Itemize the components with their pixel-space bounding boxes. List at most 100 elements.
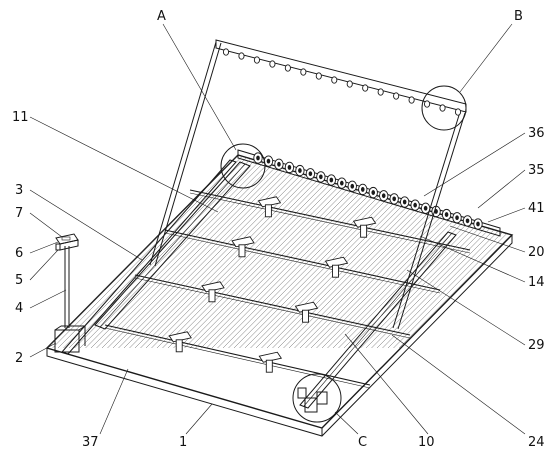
leader-A (162, 23, 237, 151)
roller-hub (298, 168, 302, 173)
hatch-line (393, 155, 512, 349)
raised-panel (149, 39, 467, 330)
hatch-line (47, 155, 184, 349)
slider-stem (208, 289, 216, 303)
panel-hole (238, 52, 245, 60)
label-41: 41 (528, 201, 545, 216)
cross-bar-edge (164, 232, 441, 294)
roller-hub (340, 180, 344, 186)
roller-hub (371, 190, 376, 195)
leader-24 (391, 334, 526, 435)
slider-block (168, 331, 192, 343)
panel-hole (454, 108, 462, 116)
roller-hub (319, 174, 323, 180)
cross-bar-edge (189, 192, 471, 254)
panel-hole (269, 60, 276, 68)
panel-hole (331, 76, 338, 84)
corner-block-2 (316, 391, 328, 405)
hatch-line (47, 155, 79, 349)
post-base-top-left (54, 325, 62, 331)
slider-stem (360, 224, 368, 238)
panel-hole (346, 80, 353, 88)
slider-block (294, 301, 319, 313)
hatch-line (338, 155, 512, 349)
roller-hub (277, 161, 281, 167)
slider-stem (302, 309, 309, 323)
panel-hole (408, 96, 415, 104)
hatch-line (140, 155, 332, 349)
leader-6 (29, 241, 59, 254)
roller-hub (381, 193, 386, 199)
hatch-line (47, 155, 74, 349)
hatch-line (47, 155, 162, 349)
hatch-line (283, 155, 475, 349)
slider-block (201, 281, 225, 293)
slider-stem (175, 339, 183, 353)
hatch-line (464, 155, 512, 349)
panel-hole (222, 48, 230, 56)
cross-bar (164, 229, 441, 291)
leader-B (459, 23, 513, 93)
left-rail-body (94, 161, 251, 330)
panel-hole (424, 100, 431, 108)
slider-block (231, 236, 255, 248)
panel-hole (253, 56, 260, 64)
label-2: 2 (15, 351, 23, 366)
panel-hole (393, 92, 400, 100)
hatch-line (343, 155, 512, 349)
label-B: B (514, 9, 523, 24)
base-plate-hatching (47, 155, 560, 349)
slider-stem (265, 359, 273, 373)
label-10: 10 (418, 435, 435, 450)
label-11: 11 (12, 110, 29, 125)
slider-stem (238, 244, 246, 258)
hatch-line (47, 155, 206, 349)
hatch-line (162, 155, 354, 349)
roller-hub (423, 205, 428, 211)
hatch-line (47, 155, 85, 349)
leader-1 (185, 403, 213, 435)
roller-hub (256, 155, 260, 161)
hatch-line (123, 155, 316, 349)
base-plate (45, 154, 560, 437)
cross-bar-edge (134, 277, 411, 339)
leader-3 (29, 189, 143, 261)
roller-hub (413, 202, 417, 208)
corner-block-1 (304, 397, 318, 413)
post-head-front (59, 239, 79, 251)
leader-2 (29, 342, 57, 358)
roller-hub (402, 199, 407, 205)
label-14: 14 (528, 275, 545, 290)
slider-stem (332, 264, 339, 278)
label-6: 6 (15, 246, 23, 261)
hatch-line (101, 155, 294, 349)
label-A: A (157, 9, 166, 24)
hatch-line (217, 155, 409, 349)
hatch-line (184, 155, 376, 349)
roller-hub (360, 187, 365, 192)
hatch-line (173, 155, 365, 349)
roller-hub (329, 177, 334, 183)
hatch-line (47, 155, 57, 349)
hatch-line (90, 155, 283, 349)
panel-hole (315, 72, 322, 80)
hatch-line (47, 155, 217, 349)
label-4: 4 (15, 301, 23, 316)
left-rail-groove (99, 163, 246, 328)
hatch-line (475, 155, 512, 349)
post-head-side (55, 243, 61, 251)
hatch-line (47, 155, 211, 349)
panel-right-support-inner (397, 112, 466, 330)
hatch-line (365, 155, 512, 349)
roller-hub (465, 218, 470, 224)
panel-hole (377, 88, 384, 96)
hatch-line (553, 155, 560, 348)
corner-blocks (297, 387, 328, 413)
label-C: C (358, 435, 367, 450)
base-plate-top (45, 154, 514, 429)
hatch-line (151, 155, 343, 349)
hatch-line (129, 155, 321, 349)
leader-14 (419, 235, 526, 283)
cross-bar-edge (104, 327, 371, 389)
cross-bar (134, 274, 411, 336)
